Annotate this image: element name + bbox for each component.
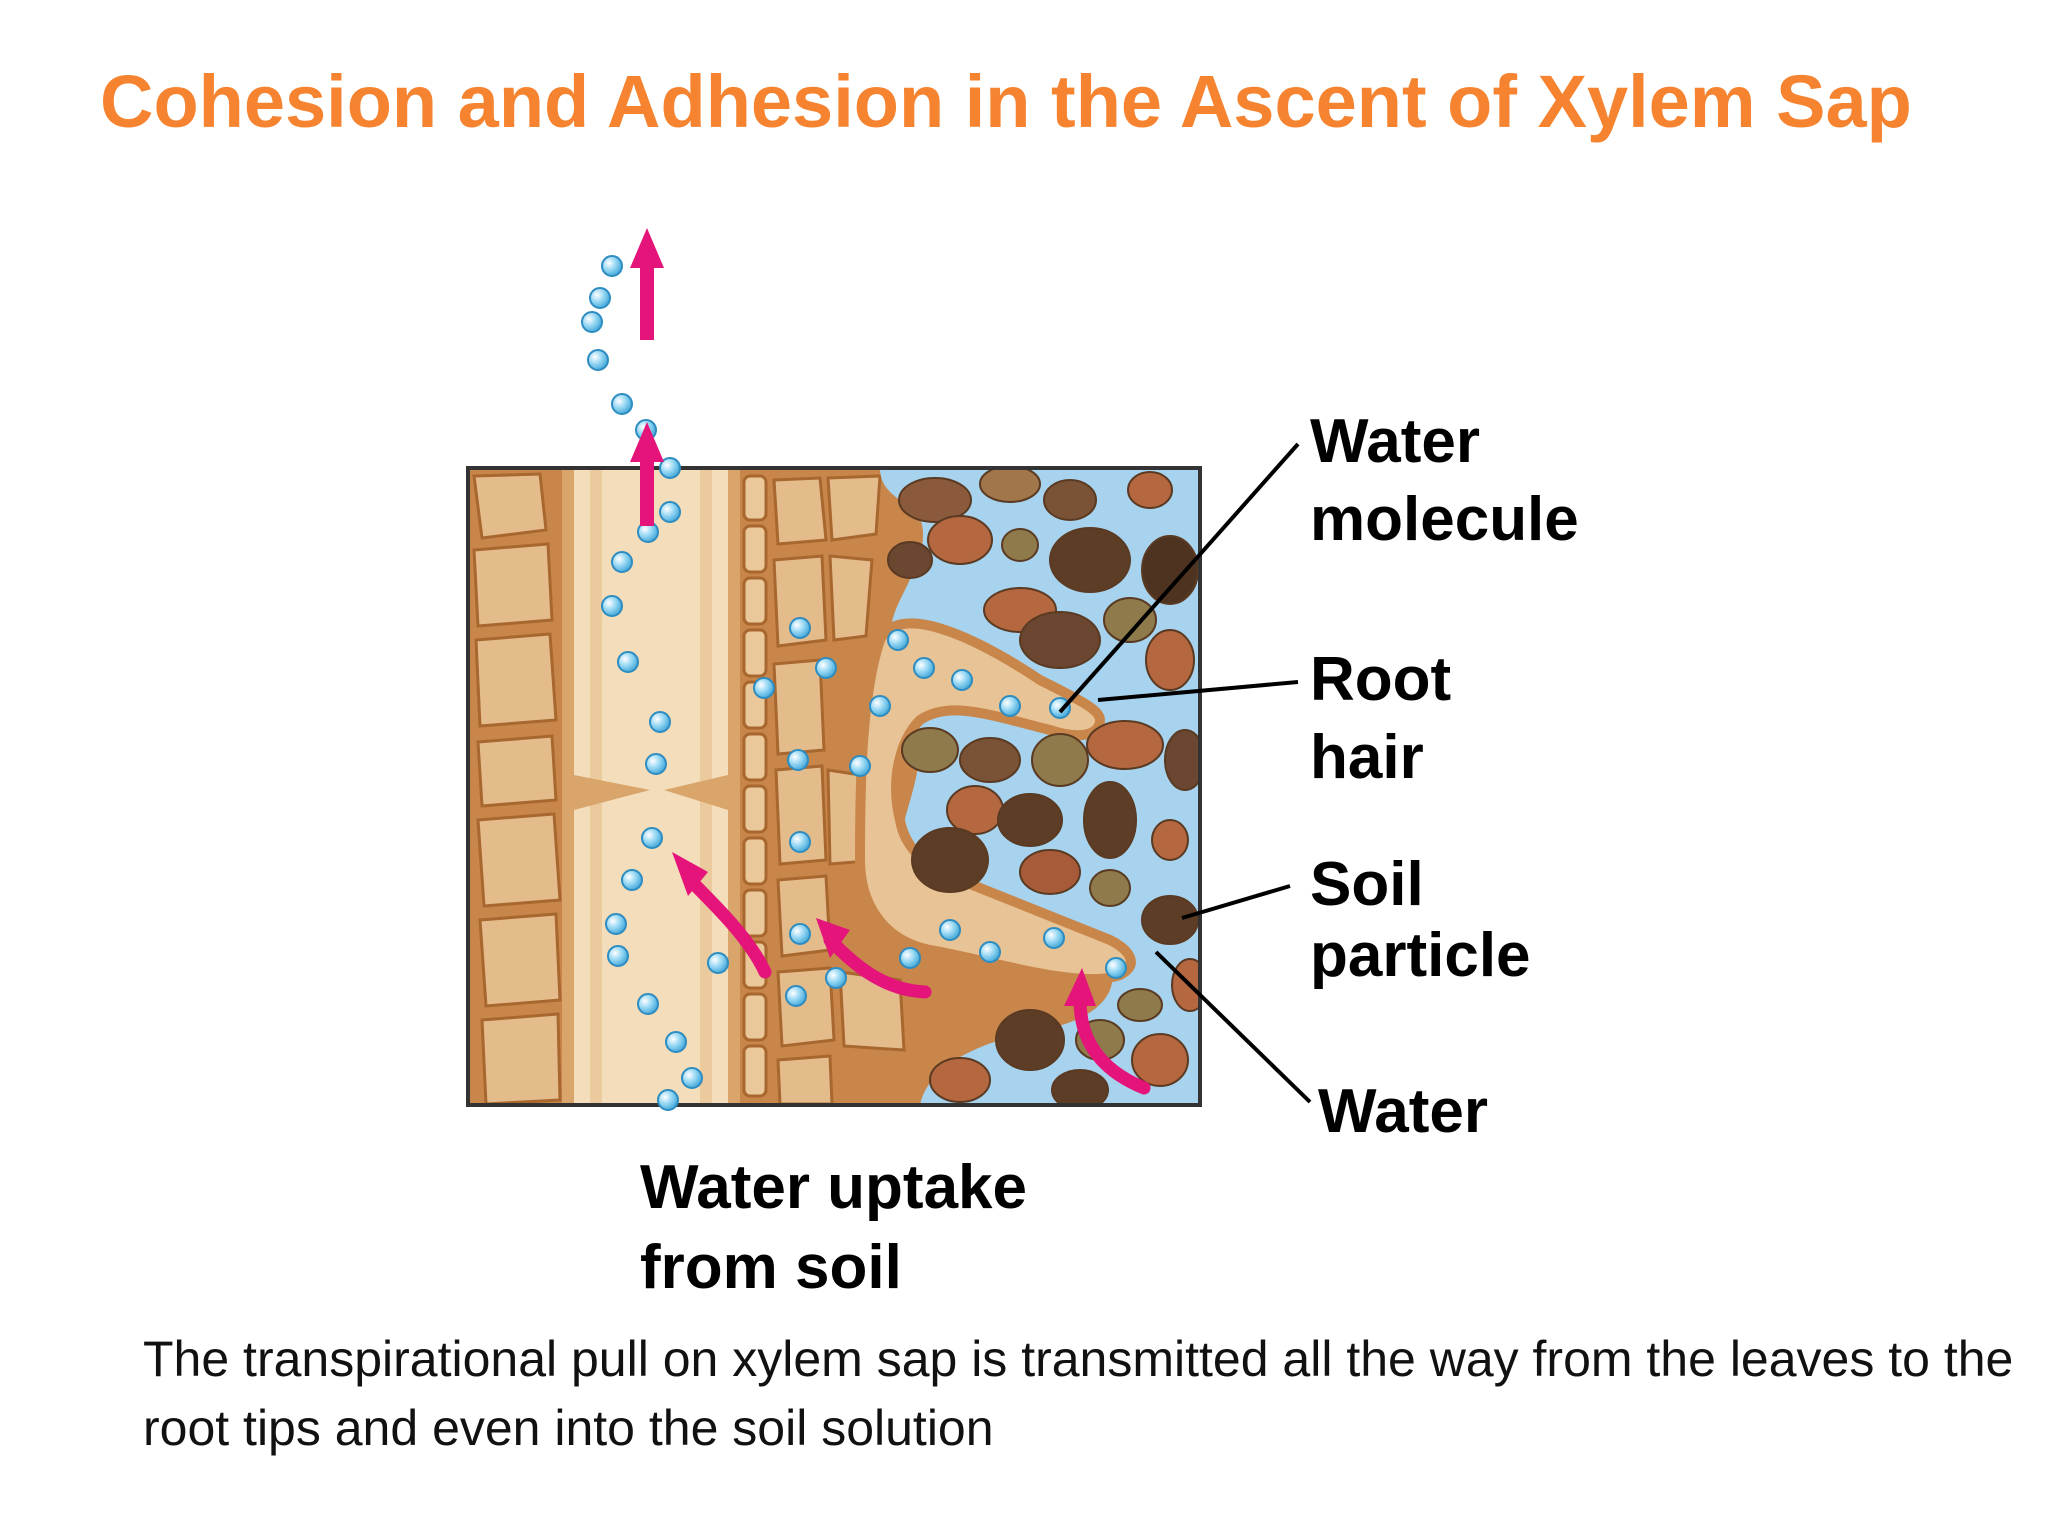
label-root-hair: Root hair [1310, 645, 1451, 792]
label-water-molecule: Water molecule [1310, 407, 1579, 554]
svg-text:Water uptake: Water uptake [640, 1153, 1027, 1222]
svg-text:molecule: molecule [1310, 485, 1579, 554]
label-water: Water [1318, 1077, 1488, 1146]
svg-text:Soil: Soil [1310, 850, 1424, 919]
svg-text:particle: particle [1310, 921, 1531, 990]
tissue-section [468, 468, 1200, 1105]
slide-title: Cohesion and Adhesion in the Ascent of X… [100, 60, 1912, 143]
svg-text:hair: hair [1310, 723, 1424, 792]
arrow-up-top [630, 228, 664, 340]
arrowheads [672, 852, 1096, 1006]
cortex-cells-left [472, 472, 562, 1105]
section-border [466, 466, 1202, 1107]
svg-text:Water: Water [1310, 407, 1480, 476]
slide-caption: The transpirational pull on xylem sap is… [143, 1331, 2014, 1456]
svg-text:Root: Root [1310, 645, 1451, 714]
pericycle-cells [742, 474, 768, 1098]
svg-text:from soil: from soil [640, 1233, 902, 1302]
soil-particles [887, 468, 1200, 1105]
label-soil-particle: Soil particle [1310, 850, 1531, 990]
arrow-up-box [630, 422, 664, 526]
water-molecules [581, 255, 1127, 1111]
label-water-uptake: Water uptake from soil [640, 1153, 1027, 1302]
leader-lines [1058, 442, 1312, 1104]
flow-arrows [630, 228, 664, 526]
